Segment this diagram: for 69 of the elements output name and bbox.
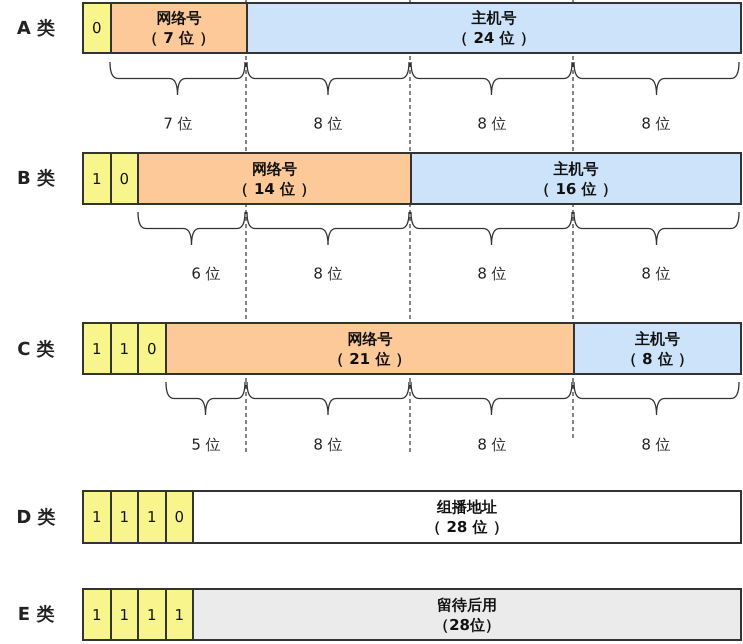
bit-cell (82, 152, 112, 205)
bit-count-label: 8 位 (313, 436, 343, 454)
field-text: 1 (92, 507, 102, 527)
bit-count-label: 8 位 (313, 114, 343, 134)
field-text: 网络号 (347, 328, 392, 348)
field-text: 主机号 (554, 158, 598, 178)
bit-count-label: 5 位 (191, 436, 221, 454)
network-field (164, 322, 575, 375)
class-label: E 类 (18, 603, 54, 626)
field-text: 1 (92, 338, 102, 358)
network-field (110, 2, 248, 54)
bit-count-label: 8 位 (641, 264, 671, 284)
reserved-field (192, 588, 742, 641)
host-field (573, 322, 742, 375)
field-text: （ 28 位 ） (426, 517, 508, 537)
field-text: 0 (174, 507, 184, 527)
bit-count-label: 8 位 (477, 114, 507, 134)
field-text: （28位） (434, 614, 500, 634)
bit-cell (82, 322, 112, 375)
bit-cell (82, 2, 112, 54)
bit-count-label: 7 位 (163, 114, 193, 134)
field-text: 1 (119, 507, 130, 527)
class-label: B 类 (17, 167, 55, 190)
bit-cell (137, 322, 166, 375)
field-text: 1 (119, 604, 130, 624)
bit-cell (137, 490, 166, 544)
bit-cell (110, 152, 139, 205)
bit-count-label: 8 位 (641, 114, 671, 134)
field-text: 1 (119, 338, 130, 358)
bit-cell (110, 490, 139, 544)
bit-count-label: 6 位 (191, 264, 221, 284)
field-text: （ 16 位 ） (535, 178, 617, 198)
bit-cell (164, 588, 194, 641)
field-text: 0 (119, 168, 130, 188)
class-label: C 类 (17, 338, 55, 361)
field-text: 0 (146, 338, 157, 358)
field-text: 留待后用 (437, 594, 497, 614)
bit-count-label: 8 位 (477, 264, 507, 284)
field-text: 1 (146, 507, 157, 527)
host-field (410, 152, 742, 205)
field-text: （ 7 位 ） (143, 28, 214, 48)
field-text: 网络号 (252, 158, 297, 178)
bit-cell (137, 588, 166, 641)
host-field (246, 2, 742, 54)
field-text: 组播地址 (437, 497, 497, 517)
class-label: D 类 (16, 506, 56, 529)
bit-cell (164, 490, 194, 544)
bit-cell (110, 322, 139, 375)
network-field (137, 152, 412, 205)
class-label: A 类 (16, 17, 56, 40)
field-text: 0 (92, 18, 102, 38)
bit-cell (82, 490, 112, 544)
field-text: 主机号 (635, 328, 680, 348)
field-text: 主机号 (472, 8, 516, 28)
field-text: （ 8 位 ） (622, 348, 694, 368)
field-text: （ 14 位 ） (234, 178, 316, 198)
bit-count-label: 8 位 (477, 436, 507, 454)
field-text: （ 24 位 ） (453, 28, 535, 48)
multicast-field (192, 490, 742, 544)
field-text: 1 (174, 604, 184, 624)
field-text: 网络号 (156, 8, 202, 28)
field-text: 1 (92, 168, 102, 188)
field-text: （ 21 位 ） (328, 348, 411, 368)
bit-count-label: 8 位 (641, 436, 671, 454)
bit-cell (110, 588, 139, 641)
bit-cell (82, 588, 112, 641)
bit-count-label: 8 位 (313, 264, 343, 284)
field-text: 1 (146, 604, 157, 624)
field-text: 1 (92, 604, 102, 624)
